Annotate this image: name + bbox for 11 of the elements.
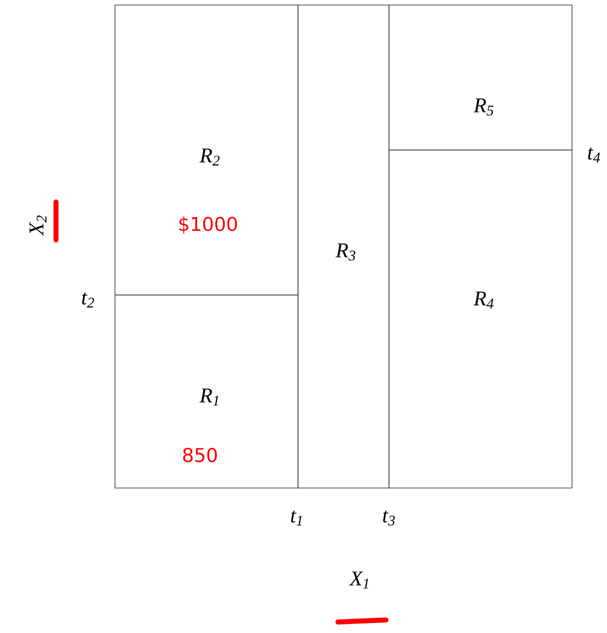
axis-label: X$_{2}$: [30, 216, 46, 236]
axis-label: t$_{1}$: [291, 510, 302, 526]
region-box: R$_{3}$: [298, 4, 390, 488]
region-box: R$_{5}$: [388, 4, 572, 150]
axis-label: X$_{1}$: [348, 572, 368, 588]
axis-label: t$_{3}$: [383, 510, 395, 526]
region-box: R$_{1}$ 850: [114, 294, 298, 488]
region-box: R$_{2}$ $1000: [114, 4, 298, 296]
region-box: R$_{4}$: [388, 150, 572, 488]
axis-label: t$_{2}$: [82, 292, 94, 308]
axis-label: t$_{4}$: [588, 148, 600, 162]
